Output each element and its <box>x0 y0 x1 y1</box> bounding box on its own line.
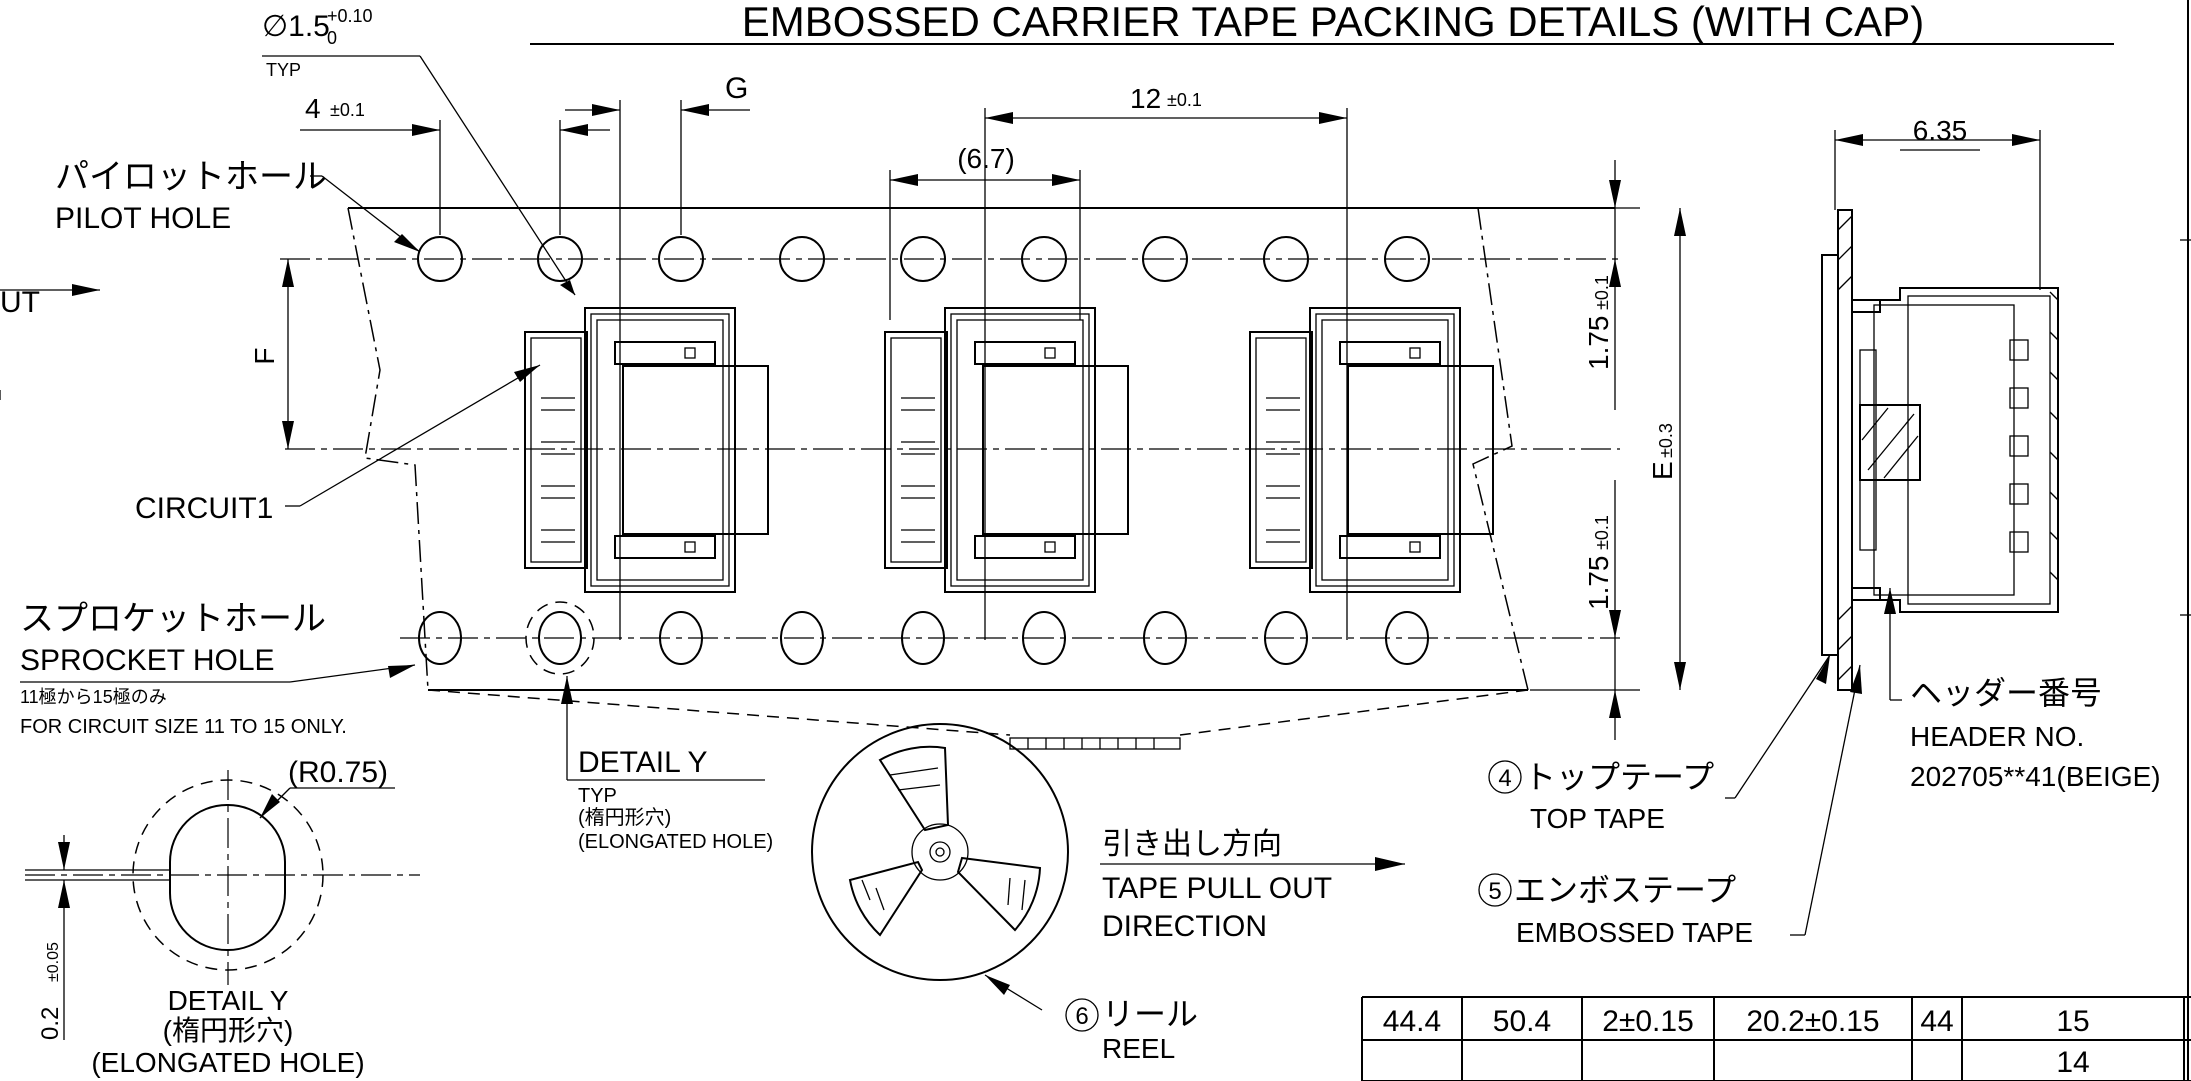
detail-y-callout: DETAIL Y TYP (楕円形穴) (ELONGATED HOLE) <box>561 676 773 853</box>
svg-text:G: G <box>725 72 748 105</box>
pull-direction-label: 引き出し方向 TAPE PULL OUT DIRECTION <box>1100 828 1405 943</box>
svg-text:スプロケットホール: スプロケットホール <box>20 600 326 638</box>
table-cell: 2±0.15 <box>1602 1005 1694 1038</box>
pilot-hole <box>1021 236 1067 282</box>
svg-text:PILOT HOLE: PILOT HOLE <box>55 202 231 235</box>
svg-text:UT: UT <box>0 286 40 319</box>
svg-text:F: F <box>249 347 280 364</box>
svg-text:0: 0 <box>327 28 337 48</box>
edge-1-75-top-dimension: 1.75 ±0.1 <box>1530 160 1640 410</box>
header-number-label: ヘッダー番号 HEADER NO. 202705**41(BEIGE) <box>1910 675 2161 792</box>
edge-1-75-bottom-dimension: 1.75 ±0.1 <box>1530 480 1640 740</box>
svg-text:トップテープ: トップテープ <box>1524 759 1714 795</box>
connector-pocket-2 <box>884 307 1129 593</box>
side-view-drawing: 6.35 <box>1821 115 2059 701</box>
svg-text:(ELONGATED HOLE): (ELONGATED HOLE) <box>578 831 773 853</box>
svg-text:パイロットホール: パイロットホール <box>55 158 327 196</box>
table-cell: 50.4 <box>1493 1005 1551 1038</box>
svg-text:リール: リール <box>1102 996 1198 1032</box>
svg-text:REEL: REEL <box>1102 1033 1175 1064</box>
svg-text:4: 4 <box>1498 765 1511 792</box>
svg-text:TAPE PULL OUT: TAPE PULL OUT <box>1102 872 1332 905</box>
pilot-hole <box>1142 236 1188 282</box>
sprocket-hole-label: スプロケットホール SPROCKET HOLE 11極から15極のみ FOR C… <box>20 600 416 738</box>
hole-diameter-dimension: ∅1.5 +0.10 0 TYP <box>262 6 576 296</box>
carrier-tape-outline <box>347 207 1615 691</box>
pilot-holes <box>417 236 1430 282</box>
table-cell: 44.4 <box>1383 1005 1441 1038</box>
svg-text:(ELONGATED HOLE): (ELONGATED HOLE) <box>91 1047 364 1078</box>
svg-text:EMBOSSED TAPE: EMBOSSED TAPE <box>1516 917 1753 948</box>
svg-text:202705**41(BEIGE): 202705**41(BEIGE) <box>1910 761 2161 792</box>
svg-text:1.75: 1.75 <box>1583 316 1614 371</box>
dimension-table: 44.4 50.4 2±0.15 20.2±0.15 44 15 14 <box>1361 996 2191 1081</box>
svg-text:DETAIL Y: DETAIL Y <box>578 746 708 779</box>
svg-text:1.75: 1.75 <box>1583 556 1614 611</box>
pilot-hole <box>779 236 825 282</box>
reel-drawing <box>427 689 1529 981</box>
svg-text:HEADER NO.: HEADER NO. <box>1910 721 2084 752</box>
svg-text:SPROCKET HOLE: SPROCKET HOLE <box>20 644 275 677</box>
sprocket-holes <box>418 601 1429 675</box>
svg-text:±0.3: ±0.3 <box>1656 423 1676 458</box>
detail-y-drawing: 0.2 ±0.05 (R0.75) DETAIL Y (楕円形穴) (ELONG… <box>25 756 420 1078</box>
g-dimension: G <box>565 72 750 640</box>
svg-text:(楕円形穴): (楕円形穴) <box>163 1015 294 1046</box>
svg-text:±0.1: ±0.1 <box>1167 90 1202 110</box>
svg-text:+0.10: +0.10 <box>327 6 373 26</box>
drawing-title: EMBOSSED CARRIER TAPE PACKING DETAILS (W… <box>742 0 1924 45</box>
table-cell: 20.2±0.15 <box>1746 1005 1879 1038</box>
top-tape-label: 4 トップテープ TOP TAPE <box>1488 654 1831 834</box>
pilot-hole <box>537 236 583 282</box>
svg-text:±0.1: ±0.1 <box>330 100 365 120</box>
svg-text:E: E <box>1647 461 1678 480</box>
svg-text:6: 6 <box>1075 1003 1088 1030</box>
pitch-12-dimension: 12 ±0.1 <box>984 83 1348 640</box>
svg-text:4: 4 <box>305 93 321 124</box>
svg-text:エンボステープ: エンボステープ <box>1514 872 1736 908</box>
svg-text:DIRECTION: DIRECTION <box>1102 910 1267 943</box>
svg-text:0.2: 0.2 <box>37 1007 64 1040</box>
connector-pocket-3 <box>1249 307 1494 593</box>
svg-text:(6.7): (6.7) <box>957 143 1015 174</box>
pilot-hole <box>900 236 946 282</box>
pilot-hole <box>1263 236 1309 282</box>
svg-text:TYP: TYP <box>266 60 301 80</box>
pilot-hole <box>658 236 704 282</box>
svg-text:6.35: 6.35 <box>1913 115 1968 146</box>
pitch-4-dimension: 4 ±0.1 <box>300 93 610 235</box>
pilot-hole <box>1384 236 1430 282</box>
svg-text:(R0.75): (R0.75) <box>288 756 388 789</box>
svg-text:∅1.5: ∅1.5 <box>262 10 330 43</box>
reel-label: 6 リール REEL <box>984 974 1198 1064</box>
svg-text:±0.1: ±0.1 <box>1592 275 1612 310</box>
table-cell: 14 <box>2056 1046 2089 1079</box>
embossed-tape-label: 5 エンボステープ EMBOSSED TAPE <box>1478 664 1862 948</box>
pilot-hole-label: パイロットホール PILOT HOLE <box>55 158 421 253</box>
svg-text:±0.1: ±0.1 <box>1592 515 1612 550</box>
svg-text:5: 5 <box>1488 878 1501 905</box>
f-dimension: F <box>249 259 294 449</box>
svg-text:FOR CIRCUIT SIZE 11 TO 15 ONLY: FOR CIRCUIT SIZE 11 TO 15 ONLY. <box>20 716 347 738</box>
svg-text:12: 12 <box>1130 83 1161 114</box>
circuit1-label: CIRCUIT1 <box>135 364 541 525</box>
svg-text:TOP TAPE: TOP TAPE <box>1530 803 1665 834</box>
svg-text:ヘッダー番号: ヘッダー番号 <box>1910 675 2102 711</box>
svg-text:DETAIL Y: DETAIL Y <box>168 985 289 1016</box>
svg-text:(楕円形穴): (楕円形穴) <box>578 806 671 829</box>
connector-pocket-1 <box>524 307 769 593</box>
table-cell: 15 <box>2056 1005 2089 1038</box>
svg-text:引き出し方向: 引き出し方向 <box>1102 828 1282 861</box>
pilot-hole <box>417 236 463 282</box>
svg-text:±0.05: ±0.05 <box>45 942 62 982</box>
e-width-dimension: E ±0.3 <box>1647 208 1686 690</box>
svg-text:CIRCUIT1: CIRCUIT1 <box>135 492 273 525</box>
out-direction-fragment: UT <box>0 284 100 400</box>
svg-text:TYP: TYP <box>578 785 617 807</box>
svg-text:11極から15極のみ: 11極から15極のみ <box>20 687 167 707</box>
width-67-dimension: (6.7) <box>889 143 1081 320</box>
table-cell: 44 <box>1920 1005 1953 1038</box>
